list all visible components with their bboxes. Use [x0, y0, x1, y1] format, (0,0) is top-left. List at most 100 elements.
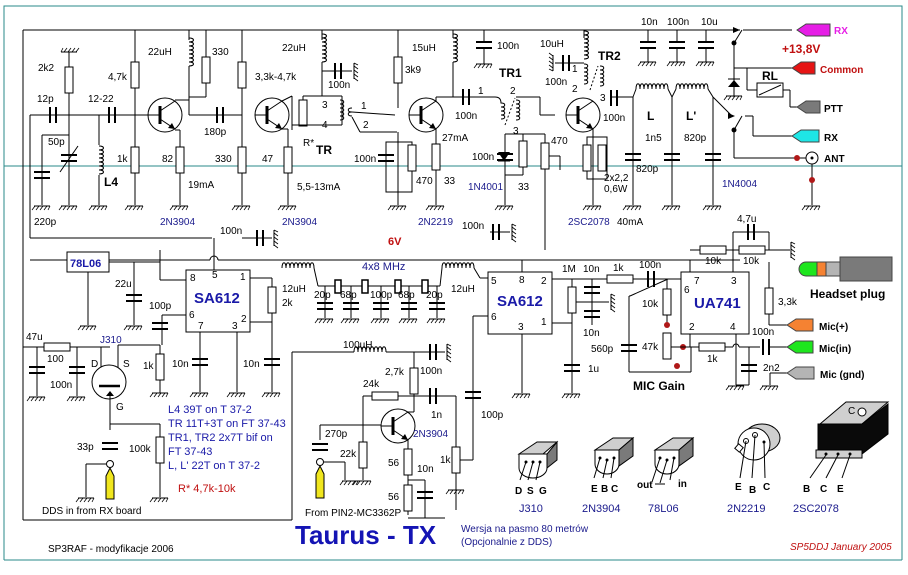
res-2x2-2-a: [582, 144, 592, 172]
label-ptt: PTT: [824, 104, 843, 115]
connector-ptt[interactable]: PTT: [796, 100, 843, 115]
label-19mA: 19mA: [188, 180, 214, 191]
label-2k-mixer1: 2k: [282, 298, 294, 309]
connector-rx-top[interactable]: RX: [796, 23, 848, 37]
label-1M: 1M: [562, 264, 576, 275]
label-270p: 270p: [325, 429, 348, 440]
label-10n-mixer1-b: 10n: [243, 359, 260, 370]
label-pinout-2n3904: 2N3904: [582, 503, 621, 515]
label-rx-top: RX: [834, 26, 848, 37]
label-fet-s: S: [123, 359, 130, 370]
label-pinout-j310: J310: [519, 503, 543, 515]
label-22k: 22k: [340, 449, 357, 460]
res-2k-mixer1: [267, 286, 277, 314]
label-pinout-2sc2078: 2SC2078: [793, 503, 839, 515]
res-2x2-2-b: [597, 144, 607, 172]
pot-47k-mic-gain[interactable]: [662, 332, 672, 360]
mixer1-pin6: 6: [189, 310, 195, 321]
mixer2-pin8: 8: [519, 275, 525, 286]
crystal-filter-cap: 100p: [370, 286, 393, 324]
connector-common[interactable]: Common: [791, 61, 863, 76]
mixer1-pin1: 1: [240, 272, 246, 283]
label-47u: 47u: [26, 332, 43, 343]
res-3k3-4k7: [237, 61, 247, 89]
mixer2-pin5: 5: [491, 276, 497, 287]
label-crystal-filter-cap: 68p: [340, 290, 357, 301]
dds-input-connector[interactable]: [105, 466, 115, 500]
credit-sp3raf: SP3RAF - modyfikacje 2006: [48, 544, 174, 555]
label-4k7: 4,7k: [108, 72, 128, 83]
label-pinout-78l06: 78L06: [648, 503, 679, 515]
coil-12uH-in: [281, 262, 315, 269]
label-1u: 1u: [588, 364, 599, 375]
note-r-star: R* 4,7k-10k: [178, 483, 236, 495]
label-pot-470: 470: [551, 136, 568, 147]
label-10n-mixer1-a: 10n: [172, 359, 189, 370]
label-4u7: 4,7u: [737, 214, 756, 225]
label-100n-supply: 100n: [667, 17, 689, 28]
label-560p: 560p: [591, 344, 614, 355]
mixer2-sa612: [487, 271, 553, 335]
crystal-4: [421, 279, 429, 294]
label-100n-bias: 100n: [472, 152, 494, 163]
connector-mic-plus[interactable]: Mic(+): [786, 318, 848, 333]
pinout-78l06: [651, 436, 695, 485]
res-100k: [155, 436, 165, 464]
cap-100n-output: [610, 89, 618, 107]
res-1k-mic-in: [606, 274, 634, 284]
2n3904-pin-c: C: [611, 484, 618, 495]
label-5-13mA: 5,5-13mA: [297, 182, 341, 193]
label-40mA: 40mA: [617, 217, 643, 228]
mixer1-pin2: 2: [241, 314, 247, 325]
label-mic-plus: Mic(+): [819, 322, 848, 333]
label-0-6W: 0,6W: [604, 184, 628, 195]
label-ant: ANT: [824, 154, 845, 165]
label-56-b: 56: [388, 492, 400, 503]
label-100n-tr: 100n: [328, 80, 350, 91]
label-ua741: UA741: [694, 295, 741, 312]
subtitle-dds: (Opcjonalnie z DDS): [461, 537, 552, 548]
label-24k: 24k: [363, 379, 380, 390]
cap-270p: [311, 443, 329, 451]
connector-mic-in[interactable]: Mic(in): [786, 340, 851, 355]
label-100n-dds: 100n: [50, 380, 72, 391]
label-q2-type: 2N3904: [282, 217, 317, 228]
pinout-2n3904: [593, 436, 635, 479]
2n2219-pin-e: E: [735, 482, 742, 493]
label-100n-emitter: 100n: [354, 154, 376, 165]
vfo-input-connector[interactable]: [315, 464, 325, 499]
label-10n-vfo: 10n: [417, 464, 434, 475]
label-12p: 12p: [37, 94, 54, 105]
pinout-2n2219: [734, 423, 781, 479]
label-fet-g: G: [116, 402, 124, 413]
res-56-a: [403, 448, 413, 476]
label-3k9: 3k9: [405, 65, 422, 76]
coil-10uH: [583, 30, 589, 60]
page-title: Taurus - TX: [295, 520, 437, 550]
res-33-emitter: [431, 143, 441, 171]
label-100n-mic: 100n: [752, 327, 774, 338]
res-22k: [358, 441, 368, 469]
cap-100p-mixer1: [151, 322, 169, 330]
label-1n5: 1n5: [645, 133, 662, 144]
label-mixer1: SA612: [194, 290, 240, 307]
label-820p-b: 820p: [684, 133, 707, 144]
pot-1k-drive[interactable]: [451, 446, 461, 474]
label-q3-type: 2N2219: [418, 217, 453, 228]
res-r-star: [298, 99, 308, 127]
pinout-j310: [517, 440, 559, 481]
headset-plug-icon: [798, 256, 893, 282]
res-24k: [371, 391, 399, 401]
connector-rx-bottom[interactable]: RX: [791, 129, 838, 144]
connector-mic-gnd[interactable]: Mic (gnd): [786, 366, 864, 381]
tr-pin3: 3: [322, 100, 328, 111]
crystal-filter-cap: 20p: [314, 286, 334, 324]
res-10k-a: [699, 245, 727, 255]
label-50p: 50p: [48, 137, 65, 148]
2n3904-pin-e: E: [591, 484, 598, 495]
label-tr: TR: [316, 143, 332, 157]
res-1k-bias: [130, 146, 140, 174]
res-82: [175, 146, 185, 174]
pinout-2sc2078: [809, 401, 890, 479]
mixer1-pin3: 3: [232, 321, 238, 332]
